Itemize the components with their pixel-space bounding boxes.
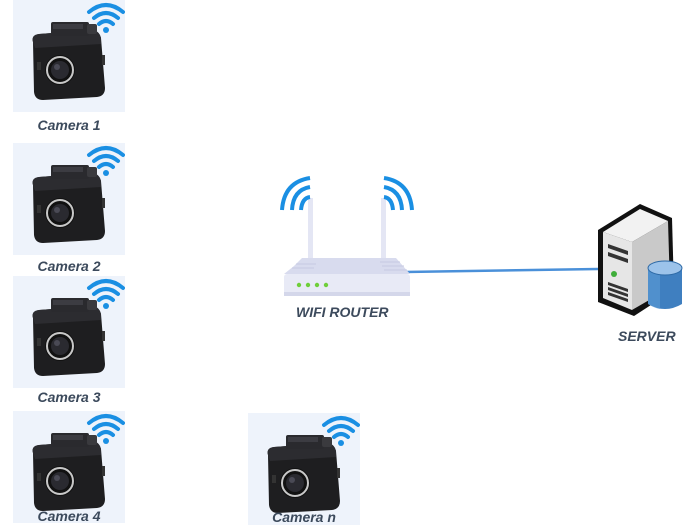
- router-led: [296, 282, 302, 288]
- camera-label-2: Camera 2: [37, 258, 101, 274]
- camera-icon: [267, 435, 340, 513]
- camera-label-1: Camera 1: [37, 117, 101, 133]
- camera-node-2: [13, 143, 125, 255]
- camera-icon: [32, 22, 105, 100]
- camera-label-4: Camera 4: [37, 508, 101, 524]
- wifi-icon: [87, 414, 125, 444]
- router-label: WIFI ROUTER: [296, 304, 389, 320]
- camera-node-4: [13, 411, 125, 523]
- router-node: [270, 170, 420, 300]
- camera-label-3: Camera 3: [37, 389, 101, 405]
- router-icon: [280, 176, 414, 296]
- router-antenna-left: [308, 198, 313, 268]
- camera-label-n: Camera n: [272, 509, 336, 525]
- server-label: SERVER: [618, 328, 676, 344]
- server-status-led: [611, 271, 617, 277]
- wifi-icon: [87, 3, 125, 33]
- wifi-icon: [87, 146, 125, 176]
- router-led: [314, 282, 320, 288]
- wifi-signal-right-icon: [383, 176, 414, 211]
- wifi-icon: [87, 279, 125, 309]
- wifi-icon: [322, 416, 360, 446]
- camera-node-3: [13, 276, 125, 388]
- server-icon: [598, 204, 683, 316]
- camera-icon: [32, 165, 105, 243]
- router-led: [305, 282, 311, 288]
- camera-icon: [32, 433, 105, 511]
- database-icon: [647, 260, 683, 309]
- server-node: [594, 198, 694, 318]
- camera-icon: [32, 298, 105, 376]
- router-top: [284, 258, 410, 274]
- router-led: [323, 282, 329, 288]
- camera-node-1: [13, 0, 125, 112]
- router-antenna-right: [381, 198, 386, 268]
- router-leds: [296, 282, 329, 288]
- router-server-link: [404, 267, 599, 274]
- router-body: [284, 274, 410, 296]
- camera-node-n: [248, 413, 360, 525]
- wifi-signal-left-icon: [280, 176, 311, 211]
